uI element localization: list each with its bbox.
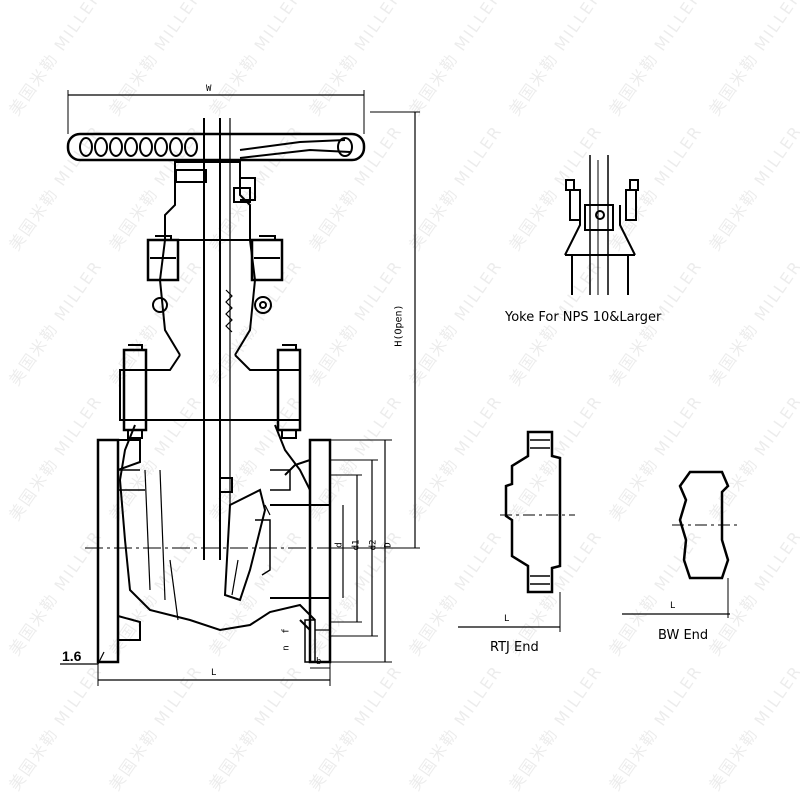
handwheel <box>66 132 366 162</box>
dim-b-label: b <box>316 657 322 667</box>
rtj-l-label: L <box>504 614 510 624</box>
roughness-label: 1.6 <box>62 648 82 664</box>
main-valve-section <box>60 90 420 686</box>
dim-d2-label: d2 <box>368 539 379 551</box>
bw-caption: BW End <box>658 628 709 643</box>
rtj-end-detail <box>458 430 575 632</box>
yoke-detail <box>564 155 639 295</box>
yoke-caption: Yoke For NPS 10&Larger <box>505 310 662 325</box>
dim-d-small-label: d <box>334 542 345 548</box>
dim-w-label: W <box>206 84 212 94</box>
dim-n-label: n <box>281 645 292 651</box>
dim-f-label: f <box>281 628 292 634</box>
dim-d1-label: d1 <box>351 539 362 551</box>
bw-end-detail <box>622 470 740 618</box>
dim-l-label: L <box>211 668 217 678</box>
bw-l-label: L <box>670 601 676 611</box>
dim-h-open-label: H(Open) <box>393 304 405 347</box>
dim-d-label: D <box>383 542 394 548</box>
rtj-caption: RTJ End <box>490 640 539 655</box>
